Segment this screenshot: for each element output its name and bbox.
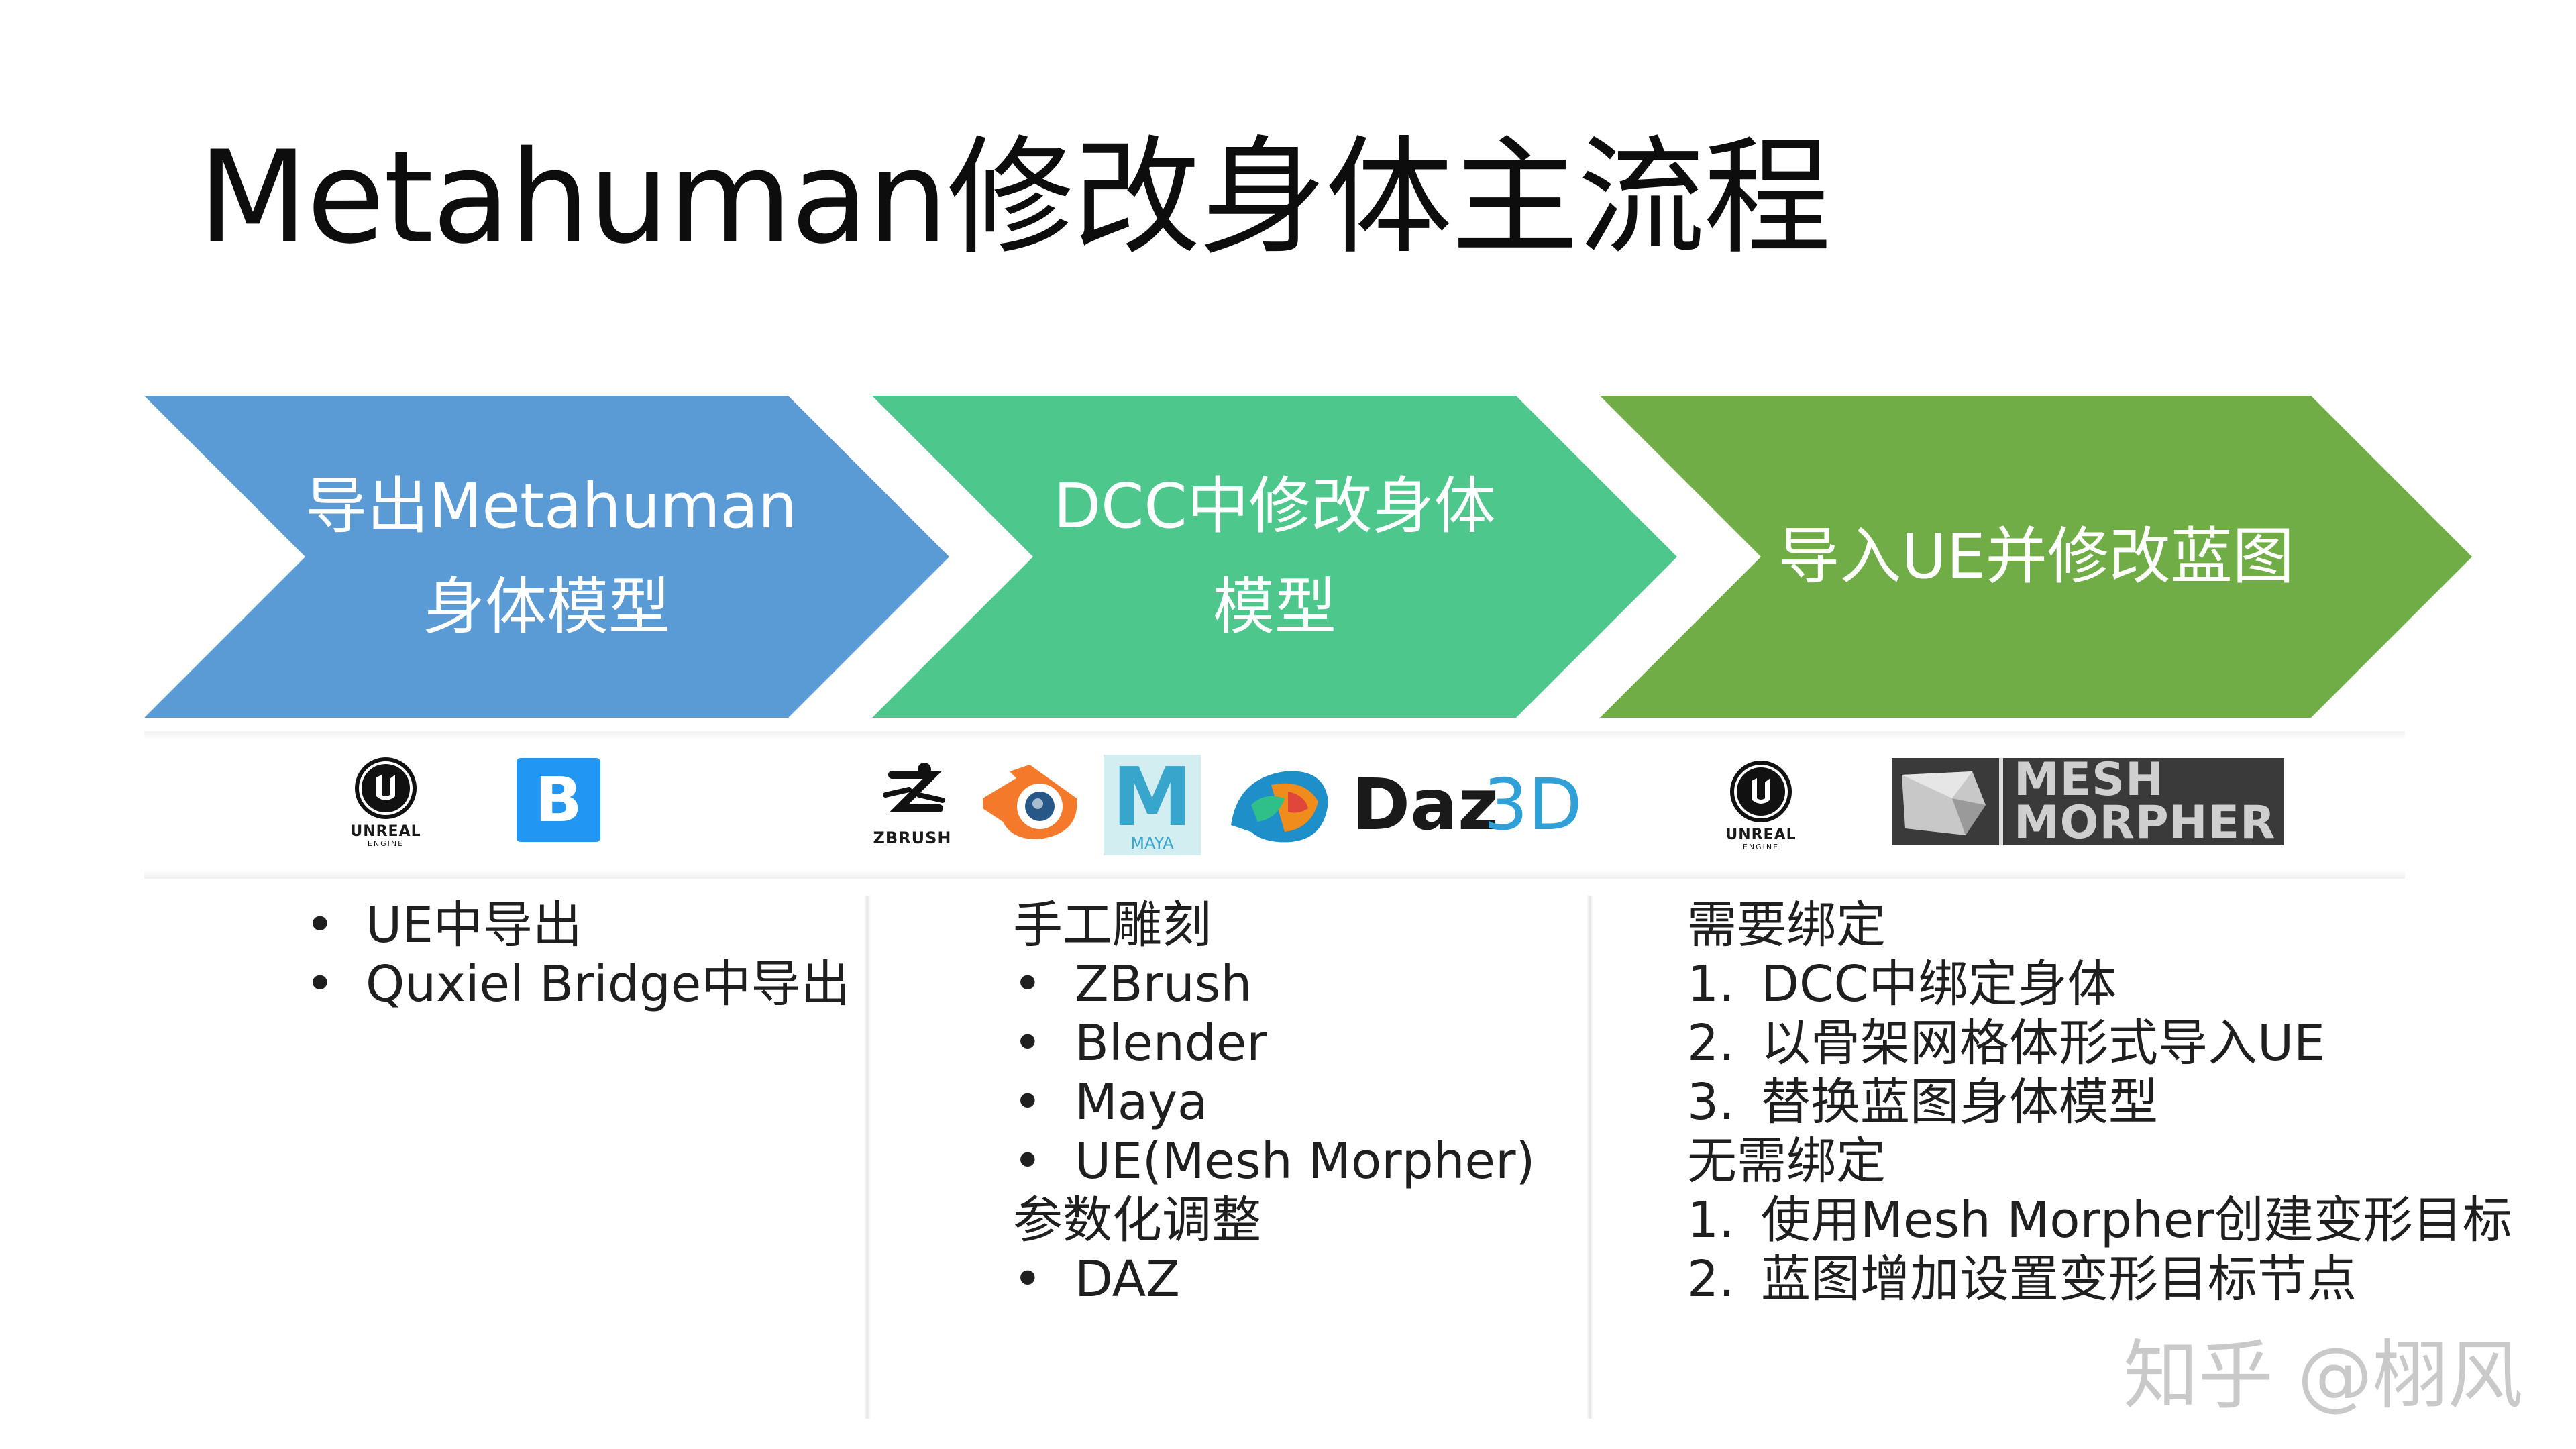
- unreal-logo: UNREAL ENGINE: [342, 755, 429, 849]
- list-item-text: DAZ: [1075, 1250, 1180, 1308]
- section-heading-no-rigging: 无需绑定: [1687, 1132, 1886, 1190]
- chevron-arrow-shape: [1600, 396, 2472, 718]
- bullet-marker: •: [1013, 955, 1042, 1013]
- maya-logo-text: MAYA: [1130, 834, 1174, 853]
- list-item-text: ZBrush: [1075, 955, 1252, 1013]
- stage-dcc-chevron: DCC中修改身体 模型: [872, 396, 1677, 718]
- bridge-logo-letter: B: [535, 764, 582, 836]
- list-item-text: Blender: [1075, 1014, 1267, 1072]
- daz-logo-text: Daz: [1352, 764, 1499, 846]
- list-item: • Quxiel Bridge中导出: [305, 955, 850, 1014]
- export-methods-list: • UE中导出 • Quxiel Bridge中导出: [305, 896, 850, 1014]
- bullet-marker: •: [305, 955, 335, 1013]
- list-item-text: UE(Mesh Morpher): [1075, 1132, 1536, 1190]
- unreal-logo: UNREAL ENGINE: [1717, 758, 1805, 852]
- column-separator: [1587, 896, 1593, 1419]
- bullet-marker: •: [1013, 1073, 1042, 1131]
- stage-import-label: 导入UE并修改蓝图: [1778, 521, 2294, 592]
- list-item-text: 蓝图增加设置变形目标节点: [1761, 1250, 2357, 1308]
- stage-dcc-label-line1: DCC中修改身体: [1053, 470, 1496, 542]
- bullet-marker: •: [305, 896, 335, 954]
- list-item: 2. 蓝图增加设置变形目标节点: [1687, 1250, 2512, 1309]
- zbrush-logo-text: ZBRUSH: [873, 828, 952, 847]
- list-item-text: Maya: [1075, 1073, 1208, 1131]
- stage-export-chevron: 导出Metahuman 身体模型: [144, 396, 949, 718]
- list-item-text: DCC中绑定身体: [1761, 955, 2117, 1013]
- zbrush-logo: ZBRUSH: [865, 761, 959, 852]
- daz-logo: Daz 3D: [1224, 765, 1587, 852]
- stage-import-chevron: 导入UE并修改蓝图: [1600, 396, 2472, 718]
- unreal-logo-subtext: ENGINE: [367, 839, 405, 848]
- list-item: • UE中导出: [305, 896, 850, 955]
- chevron-arrow-shape: [872, 396, 1677, 718]
- stage-dcc-label-line2: 模型: [1212, 571, 1336, 643]
- mesh-morpher-line2: MORPHER: [2014, 796, 2276, 849]
- list-item-text: UE中导出: [366, 896, 582, 954]
- number-marker: 2.: [1687, 1014, 1735, 1072]
- daz-logo-3d-text: 3D: [1483, 764, 1582, 846]
- unreal-logo-text: UNREAL: [1725, 826, 1796, 843]
- section-heading-rigging-required: 需要绑定: [1687, 896, 1886, 954]
- list-item: 1. 使用Mesh Morpher创建变形目标: [1687, 1191, 2512, 1250]
- blender-logo: [976, 758, 1083, 845]
- bridge-logo: B: [517, 758, 600, 842]
- column-separator: [864, 896, 871, 1419]
- number-marker: 1.: [1687, 1191, 1735, 1249]
- stage-export-label-line2: 身体模型: [423, 571, 670, 643]
- mesh-morpher-line1: MESH: [2014, 753, 2165, 806]
- dcc-methods-list: 手工雕刻 • ZBrush • Blender • Maya • UE(Mesh Mor…: [1013, 896, 1535, 1309]
- section-heading-manual-sculpt: 手工雕刻: [1013, 896, 1212, 954]
- number-marker: 3.: [1687, 1073, 1735, 1131]
- watermark: 知乎 @栩风: [2123, 1332, 2523, 1419]
- list-item: • UE(Mesh Morpher): [1013, 1132, 1535, 1191]
- bullet-marker: •: [1013, 1250, 1042, 1308]
- list-item-text: 替换蓝图身体模型: [1761, 1073, 2158, 1131]
- list-item-text: 使用Mesh Morpher创建变形目标: [1761, 1191, 2512, 1249]
- chevron-arrow-shape: [144, 396, 949, 718]
- list-item: • DAZ: [1013, 1250, 1535, 1309]
- import-steps-list: 需要绑定 1. DCC中绑定身体 2. 以骨架网格体形式导入UE 3. 替换蓝图身体模…: [1687, 896, 2512, 1309]
- list-item: • ZBrush: [1013, 955, 1535, 1014]
- unreal-logo-subtext: ENGINE: [1742, 843, 1780, 851]
- mesh-morpher-logo: MESH MORPHER: [1892, 753, 2284, 849]
- bullet-marker: •: [1013, 1014, 1042, 1072]
- list-item-text: 以骨架网格体形式导入UE: [1761, 1014, 2325, 1072]
- number-marker: 2.: [1687, 1250, 1735, 1308]
- page-title: Metahuman修改身体主流程: [198, 123, 1831, 272]
- section-heading-parametric: 参数化调整: [1013, 1191, 1261, 1249]
- list-item-text: Quxiel Bridge中导出: [366, 955, 851, 1013]
- bullet-marker: •: [1013, 1132, 1042, 1190]
- stage-export-label-line1: 导出Metahuman: [305, 470, 798, 542]
- list-item: 3. 替换蓝图身体模型: [1687, 1073, 2512, 1132]
- list-item: 2. 以骨架网格体形式导入UE: [1687, 1014, 2512, 1073]
- maya-logo-letter: M: [1112, 751, 1193, 845]
- list-item: • Blender: [1013, 1014, 1535, 1073]
- maya-logo: M MAYA: [1104, 755, 1201, 855]
- list-item: 1. DCC中绑定身体: [1687, 955, 2512, 1014]
- number-marker: 1.: [1687, 955, 1735, 1013]
- unreal-logo-text: UNREAL: [350, 823, 421, 840]
- list-item: • Maya: [1013, 1073, 1535, 1132]
